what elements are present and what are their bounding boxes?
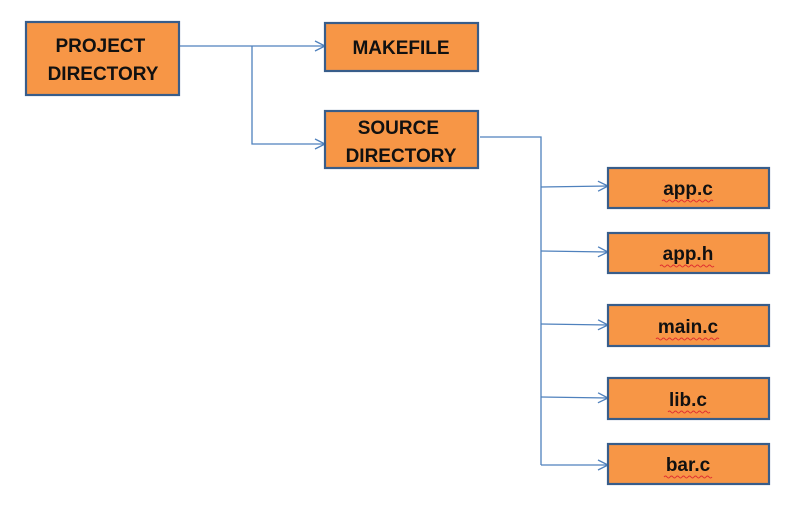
node-makefile: MAKEFILE bbox=[323, 21, 480, 73]
node-bar-c: bar.c bbox=[606, 442, 771, 486]
node-box bbox=[24, 20, 181, 97]
node-box bbox=[323, 109, 480, 170]
edge-source-to-lib-c bbox=[540, 397, 608, 398]
svg-text:PROJECT DIRECTORY: PROJECT DIRECTORY bbox=[48, 36, 159, 85]
svg-text:SOURCE DIRECTORY: SOURCE DIRECTORY bbox=[346, 118, 457, 167]
edge-source-to-main-c bbox=[540, 324, 608, 325]
node-label-line: SOURCE bbox=[358, 118, 439, 139]
edge-source-trunk bbox=[480, 136, 542, 465]
spellcheck-underline bbox=[655, 337, 720, 341]
node-box bbox=[606, 231, 771, 275]
node-app-c: app.c bbox=[606, 166, 771, 210]
node-box bbox=[606, 166, 771, 210]
spellcheck-underline bbox=[663, 475, 713, 479]
node-box bbox=[606, 303, 771, 348]
node-label: lib.c bbox=[669, 390, 707, 411]
spellcheck-underline bbox=[661, 199, 714, 203]
node-app-h: app.h bbox=[606, 231, 771, 275]
node-lib-c: lib.c bbox=[606, 376, 771, 421]
spellcheck-underline bbox=[659, 264, 715, 268]
node-project-directory: PROJECT DIRECTORY bbox=[24, 20, 181, 97]
node-box bbox=[606, 442, 771, 486]
node-label-line: DIRECTORY bbox=[346, 146, 457, 167]
node-label: app.h bbox=[663, 244, 714, 265]
node-box bbox=[323, 21, 480, 73]
node-label: MAKEFILE bbox=[352, 38, 449, 59]
node-label: main.c bbox=[658, 317, 719, 338]
edge-source-to-app-c bbox=[540, 186, 608, 187]
node-main-c: main.c bbox=[606, 303, 771, 348]
node-label: bar.c bbox=[666, 455, 711, 476]
node-label-line: PROJECT bbox=[55, 36, 145, 57]
spellcheck-underline bbox=[667, 410, 711, 414]
edge-source-to-app-h bbox=[540, 251, 608, 252]
node-label-line: DIRECTORY bbox=[48, 64, 159, 85]
node-source-directory: SOURCE DIRECTORY bbox=[323, 109, 480, 170]
node-label: app.c bbox=[663, 179, 713, 200]
connectors bbox=[180, 46, 608, 465]
edge-project-to-source bbox=[251, 46, 325, 144]
